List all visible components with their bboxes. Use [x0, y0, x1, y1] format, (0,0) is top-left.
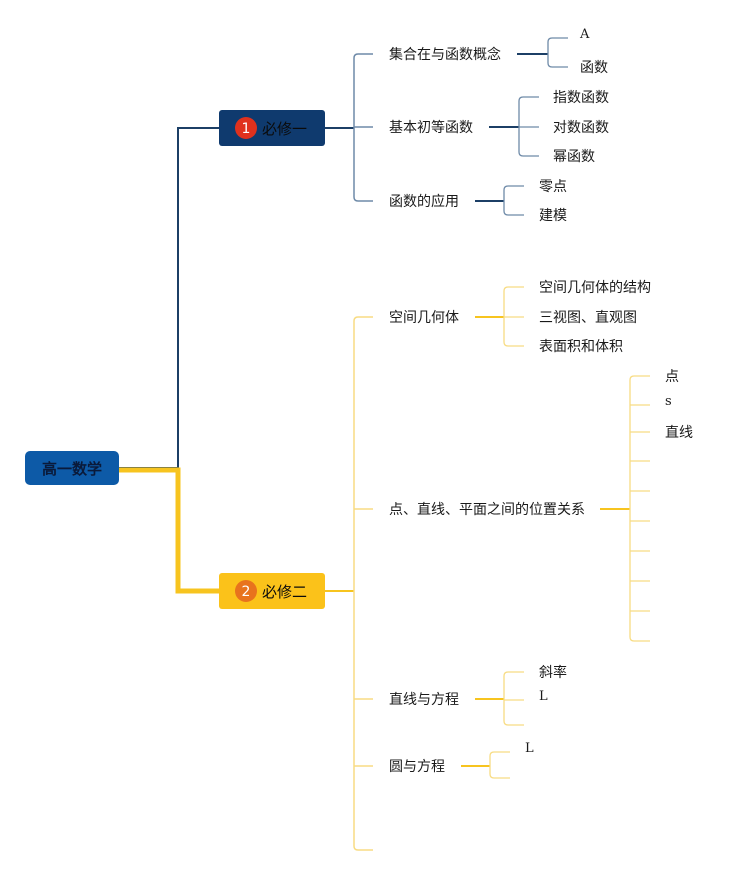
- leaf-2-4-1[interactable]: L: [525, 741, 534, 756]
- leaf-2-1-2[interactable]: 三视图、直观图: [539, 309, 637, 326]
- leaf-2-1-3[interactable]: 表面积和体积: [539, 339, 623, 355]
- leaf-1-3-1[interactable]: 零点: [539, 179, 567, 195]
- connector-branch-2-spine: [353, 316, 373, 851]
- connector-topic-1-3-spine: [503, 185, 524, 216]
- leaf-2-2-3[interactable]: 直线: [665, 424, 693, 441]
- leaf-2-3-1[interactable]: 斜率: [539, 664, 567, 681]
- branch-1-badge: [235, 117, 257, 139]
- connector-lines: [119, 37, 650, 851]
- connector-topic-2-3-spine: [503, 671, 524, 726]
- leaf-2-1-1[interactable]: 空间几何体的结构: [539, 280, 651, 296]
- leaf-1-1-2[interactable]: 函数: [580, 60, 608, 76]
- topic-2-2-label[interactable]: 点、直线、平面之间的位置关系: [389, 501, 585, 518]
- leaf-1-3-2[interactable]: 建模: [539, 208, 567, 224]
- topic-1-1-label[interactable]: 集合在与函数概念: [389, 46, 501, 63]
- leaf-2-2-1[interactable]: 点: [665, 369, 679, 385]
- root-label[interactable]: 高一数学: [42, 460, 102, 478]
- branch-1-badge-number: 1: [242, 121, 251, 137]
- topic-2-4-label[interactable]: 圆与方程: [389, 759, 445, 775]
- branch-1-label[interactable]: 必修一: [262, 120, 307, 138]
- root-box[interactable]: [25, 451, 119, 485]
- connector-root-branch-1: [119, 127, 219, 469]
- branch-2-badge: [235, 580, 257, 602]
- leaf-2-3-2[interactable]: L: [539, 689, 548, 704]
- leaf-1-2-3[interactable]: 幂函数: [553, 149, 595, 165]
- leaf-1-2-1[interactable]: 指数函数: [553, 90, 609, 106]
- connector-root-branch-2: [119, 467, 219, 594]
- topic-2-1-label[interactable]: 空间几何体: [389, 310, 459, 326]
- connector-topic-2-4-spine: [489, 751, 510, 779]
- branch-2-badge-number: 2: [242, 584, 251, 600]
- topic-1-2-label[interactable]: 基本初等函数: [389, 119, 473, 136]
- connector-topic-2-2-spine: [629, 375, 650, 642]
- connector-topic-1-1-spine: [547, 37, 568, 68]
- topic-2-3-label[interactable]: 直线与方程: [389, 691, 459, 708]
- leaf-1-2-2[interactable]: 对数函数: [553, 120, 609, 136]
- leaf-2-2-2[interactable]: s: [665, 394, 672, 409]
- topic-1-3-label[interactable]: 函数的应用: [389, 193, 459, 210]
- branch-2-label[interactable]: 必修二: [262, 583, 307, 601]
- leaf-1-1-1[interactable]: A: [579, 27, 590, 42]
